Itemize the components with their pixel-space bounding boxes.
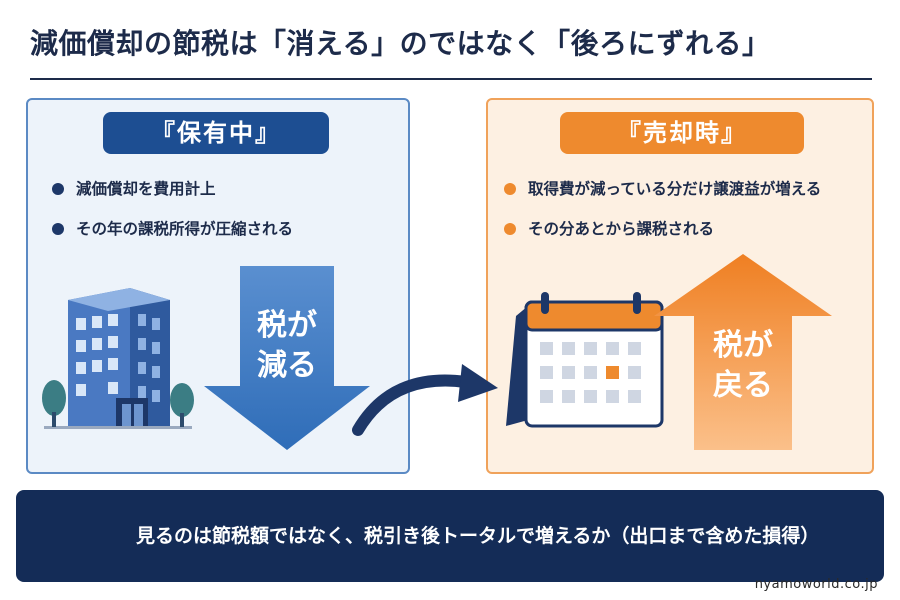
holding-bullet-list: 減価償却を費用計上 その年の課税所得が圧縮される xyxy=(52,178,293,258)
bullet-text: その年の課税所得が圧縮される xyxy=(76,220,294,238)
selling-heading: 『売却時』 xyxy=(560,112,804,154)
bullet-dot xyxy=(52,183,64,195)
list-item: 減価償却を費用計上 xyxy=(52,178,293,218)
up-arrow-icon xyxy=(654,254,832,450)
arrow-label-line: 税が xyxy=(257,308,317,343)
arrow-label-line: 戻る xyxy=(713,368,773,403)
bullet-text: 減価償却を費用計上 xyxy=(76,180,216,198)
bullet-dot xyxy=(504,223,516,235)
tree-icon xyxy=(42,380,194,427)
arrow-label-line: 減る xyxy=(257,348,317,383)
holding-heading: 『保有中』 xyxy=(103,112,329,154)
arrow-label-line: 税が xyxy=(713,328,773,363)
list-item: その年の課税所得が圧縮される xyxy=(52,218,293,258)
down-arrow-icon xyxy=(204,266,370,450)
bullet-dot xyxy=(52,223,64,235)
list-item: 取得費が減っている分だけ譲渡益が増える xyxy=(504,178,821,218)
calendar-icon xyxy=(506,292,664,428)
tax-return-label: 税が 戻る xyxy=(688,326,798,406)
bullet-text: 取得費が減っている分だけ譲渡益が増える xyxy=(528,180,822,198)
summary-text: 見るのは節税額ではなく、税引き後トータルで増えるか（出口まで含めた損得） xyxy=(136,525,820,547)
summary-banner xyxy=(16,490,884,582)
bullet-dot xyxy=(504,183,516,195)
bullet-text: その分あとから課税される xyxy=(528,220,715,238)
tax-decrease-label: 税が 減る xyxy=(240,306,334,386)
title-divider xyxy=(30,78,872,80)
site-watermark: nyamoworld.co.jp xyxy=(754,577,878,592)
list-item: その分あとから課税される xyxy=(504,218,821,258)
selling-bullet-list: 取得費が減っている分だけ譲渡益が増える その分あとから課税される xyxy=(504,178,821,258)
building-icon xyxy=(44,288,192,429)
curved-arrow-icon xyxy=(352,364,498,436)
page-title: 減価償却の節税は「消える」のではなく「後ろにずれる」 xyxy=(30,27,771,60)
